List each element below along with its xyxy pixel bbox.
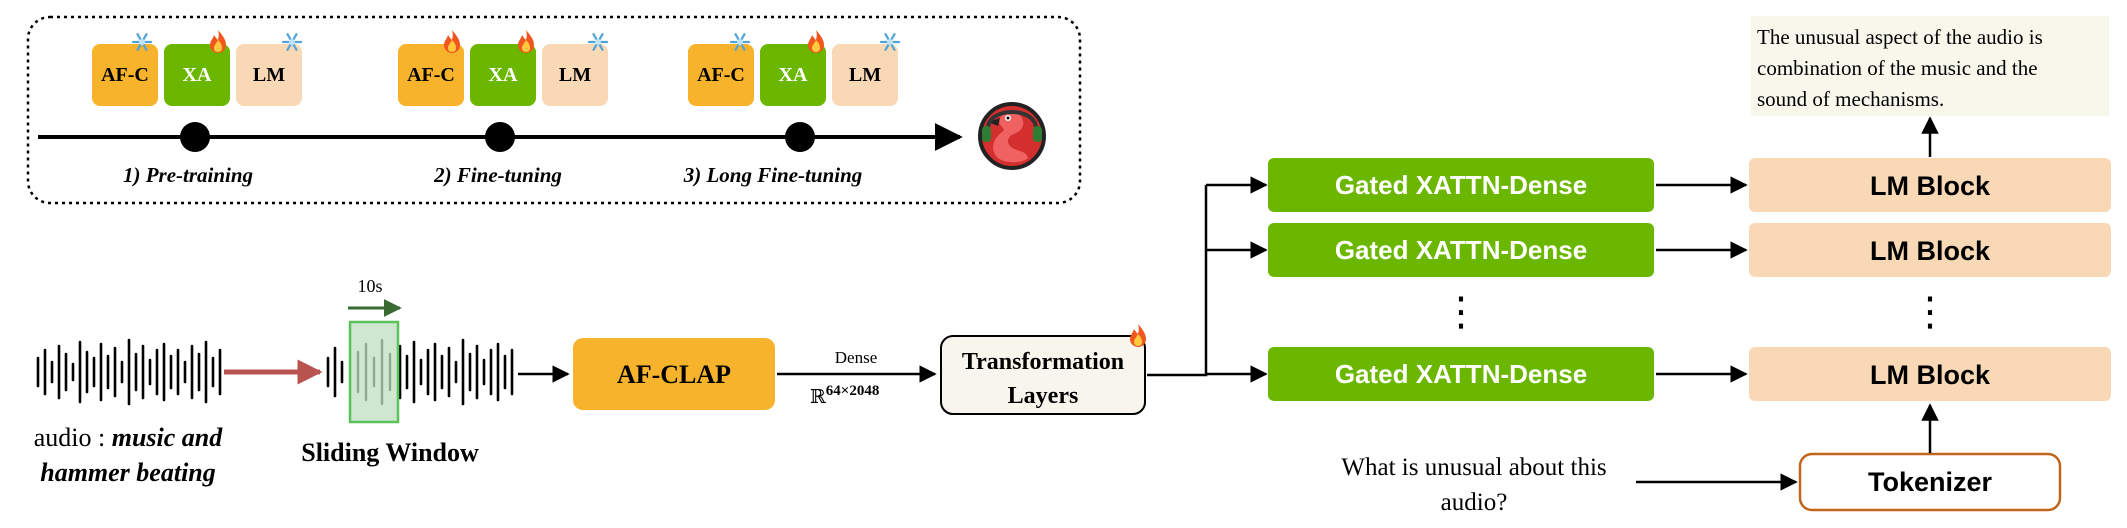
audio-waveform bbox=[36, 338, 222, 406]
svg-text:Gated XATTN-Dense: Gated XATTN-Dense bbox=[1335, 170, 1587, 200]
xa-label: XA bbox=[779, 64, 808, 86]
afclap-block: AF-CLAP bbox=[573, 338, 775, 410]
sliding-window-label: Sliding Window bbox=[301, 438, 479, 467]
svg-text:Layers: Layers bbox=[1008, 383, 1079, 409]
tokenizer-block: Tokenizer bbox=[1798, 452, 2062, 512]
fire-icon bbox=[808, 30, 824, 53]
question-line1: What is unusual about this bbox=[1341, 454, 1606, 481]
stage-label: 1) Pre-training bbox=[123, 163, 253, 187]
sliding-window-box bbox=[348, 320, 400, 424]
lm-block: LM Block bbox=[1749, 347, 2111, 401]
snowflake-icon bbox=[879, 33, 901, 51]
stage-dot bbox=[785, 122, 815, 152]
svg-text:Transformation: Transformation bbox=[962, 349, 1124, 375]
snowflake-icon bbox=[729, 33, 751, 51]
fire-icon bbox=[1130, 324, 1146, 347]
fire-icon bbox=[210, 30, 226, 53]
training-stages-panel: AF-C XA LM 1) Pre-training AF-C XA LM 2)… bbox=[26, 15, 1082, 205]
fire-icon bbox=[518, 30, 534, 53]
snowflake-icon bbox=[587, 33, 609, 51]
ellipsis: ⋮ bbox=[1441, 290, 1481, 334]
fire-icon bbox=[444, 30, 460, 53]
window-duration: 10s bbox=[357, 276, 382, 296]
audio-caption-line1: audio : music and bbox=[34, 423, 224, 452]
lm-block: LM Block bbox=[1749, 158, 2111, 212]
afc-label: AF-C bbox=[101, 64, 149, 86]
snowflake-icon bbox=[131, 33, 153, 51]
svg-text:LM Block: LM Block bbox=[1870, 171, 1991, 201]
stage-pretraining: AF-C XA LM 1) Pre-training bbox=[92, 44, 302, 187]
lm-label: LM bbox=[253, 64, 285, 86]
windowed-waveform bbox=[326, 338, 514, 406]
answer-box: The unusual aspect of the audio is combi… bbox=[1751, 16, 2109, 116]
svg-text:combination of the music and t: combination of the music and the bbox=[1757, 56, 2038, 80]
svg-text:Gated XATTN-Dense: Gated XATTN-Dense bbox=[1335, 359, 1587, 389]
svg-text:Gated XATTN-Dense: Gated XATTN-Dense bbox=[1335, 235, 1587, 265]
ellipsis: ⋮ bbox=[1910, 290, 1950, 334]
branch-connectors bbox=[1147, 176, 1268, 383]
svg-text:LM Block: LM Block bbox=[1870, 236, 1991, 266]
xattn-block: Gated XATTN-Dense bbox=[1268, 158, 1654, 212]
dense-label: Dense bbox=[835, 348, 877, 367]
xattn-block: Gated XATTN-Dense bbox=[1268, 223, 1654, 277]
xa-label: XA bbox=[489, 64, 518, 86]
svg-text:LM Block: LM Block bbox=[1870, 360, 1991, 390]
audio-caption-line2: hammer beating bbox=[40, 458, 216, 487]
afc-label: AF-C bbox=[407, 64, 455, 86]
stage-dot bbox=[180, 122, 210, 152]
dim-label: ℝ64×2048 bbox=[810, 383, 879, 408]
afclap-label: AF-CLAP bbox=[617, 360, 731, 389]
snowflake-icon bbox=[281, 33, 303, 51]
stage-dot bbox=[485, 122, 515, 152]
stage-label: 2) Fine-tuning bbox=[433, 163, 562, 187]
stage-finetuning: AF-C XA LM 2) Fine-tuning bbox=[398, 44, 608, 187]
lm-block: LM Block bbox=[1749, 223, 2111, 277]
question-line2: audio? bbox=[1441, 489, 1508, 516]
transformation-layers-block: Transformation Layers bbox=[940, 335, 1146, 415]
svg-text:sound of mechanisms.: sound of mechanisms. bbox=[1757, 87, 1944, 111]
afc-label: AF-C bbox=[697, 64, 745, 86]
lm-label: LM bbox=[559, 64, 591, 86]
svg-text:The unusual aspect of the audi: The unusual aspect of the audio is bbox=[1757, 25, 2043, 49]
lm-label: LM bbox=[849, 64, 881, 86]
stage-label: 3) Long Fine-tuning bbox=[683, 163, 863, 187]
xa-label: XA bbox=[183, 64, 212, 86]
stage-long-finetuning: AF-C XA LM 3) Long Fine-tuning bbox=[683, 44, 898, 187]
xattn-block: Gated XATTN-Dense bbox=[1268, 347, 1654, 401]
flamingo-logo bbox=[978, 102, 1046, 170]
svg-text:Tokenizer: Tokenizer bbox=[1868, 467, 1993, 497]
